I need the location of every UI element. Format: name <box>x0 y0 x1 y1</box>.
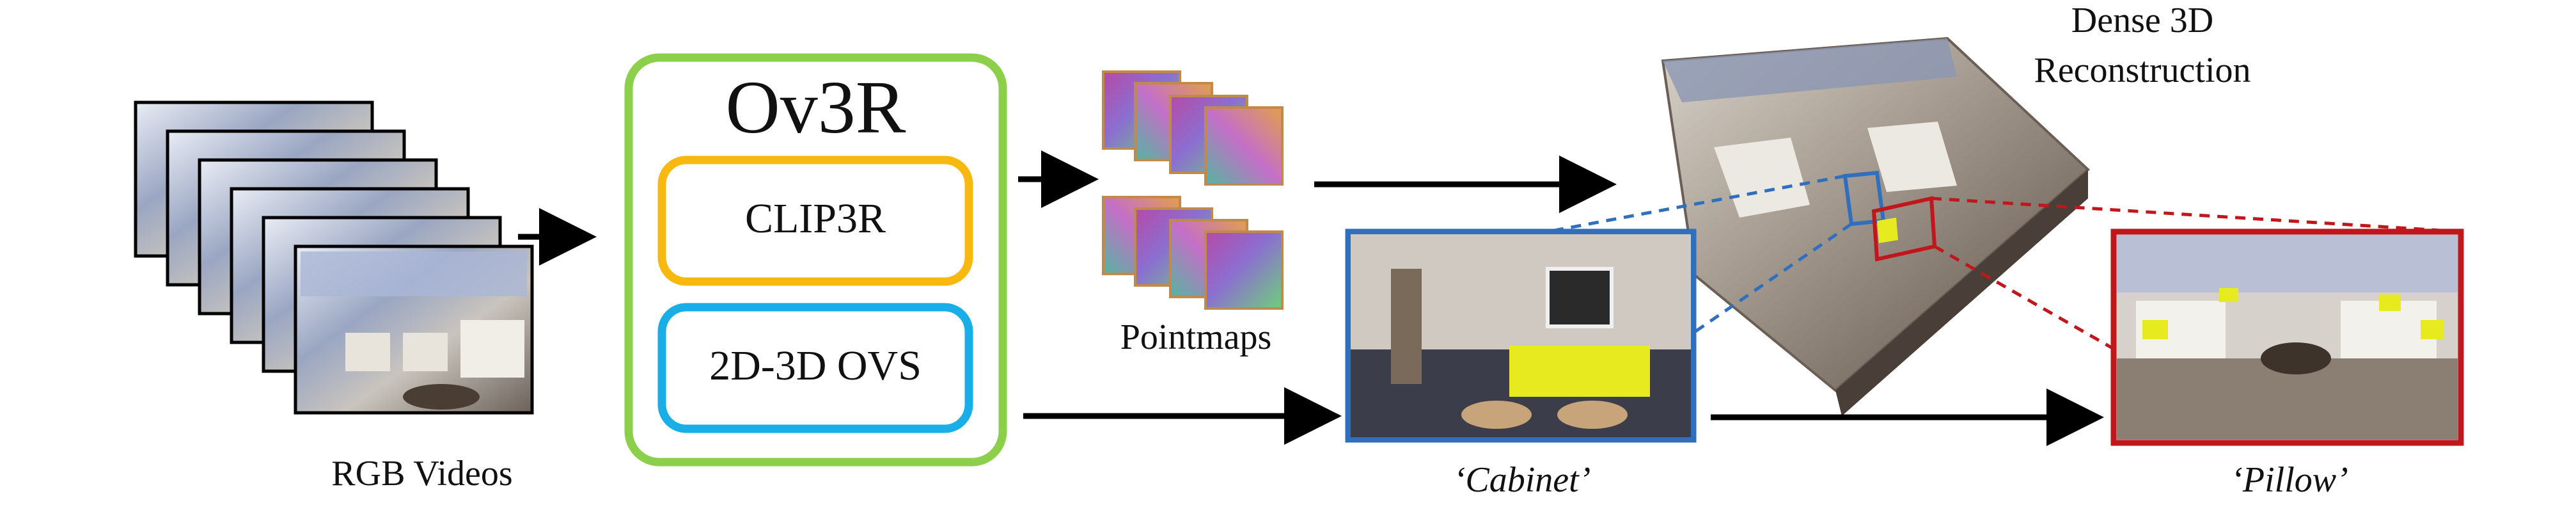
pillow-highlight <box>2142 320 2168 339</box>
model-title: Ov3R <box>725 65 906 149</box>
cabinet-projection-line-bottom <box>1692 222 1853 335</box>
ov3r-model-box <box>624 53 1007 467</box>
rgb-video-stack <box>134 100 534 415</box>
cabinet-query-label: ‘Cabinet’ <box>1453 460 1591 500</box>
ovs-label: 2D-3D OVS <box>709 342 922 389</box>
cabinet-highlight <box>1509 346 1650 397</box>
pillow-segmentation-view <box>2110 228 2464 446</box>
reconstruction-label-line2: Reconstruction <box>2034 51 2251 90</box>
cabinet-segmentation-view <box>1345 228 1697 443</box>
video-frame-front <box>294 244 534 415</box>
clip3r-module-box <box>657 156 973 286</box>
cabinet-projection-line-top <box>1547 174 1846 234</box>
pillow-query-label: ‘Pillow’ <box>2231 460 2348 500</box>
clip3r-label: CLIP3R <box>744 195 886 242</box>
ovs-module-box <box>657 303 973 433</box>
pointmaps-stack-top <box>1102 70 1284 186</box>
pointmaps-stack-bottom <box>1102 196 1284 310</box>
dense-3d-reconstruction <box>1661 36 2090 416</box>
rgb-videos-label: RGB Videos <box>331 454 513 493</box>
pointmaps-label: Pointmaps <box>1120 317 1272 357</box>
reconstruction-label-line1: Dense 3D <box>2071 1 2214 40</box>
